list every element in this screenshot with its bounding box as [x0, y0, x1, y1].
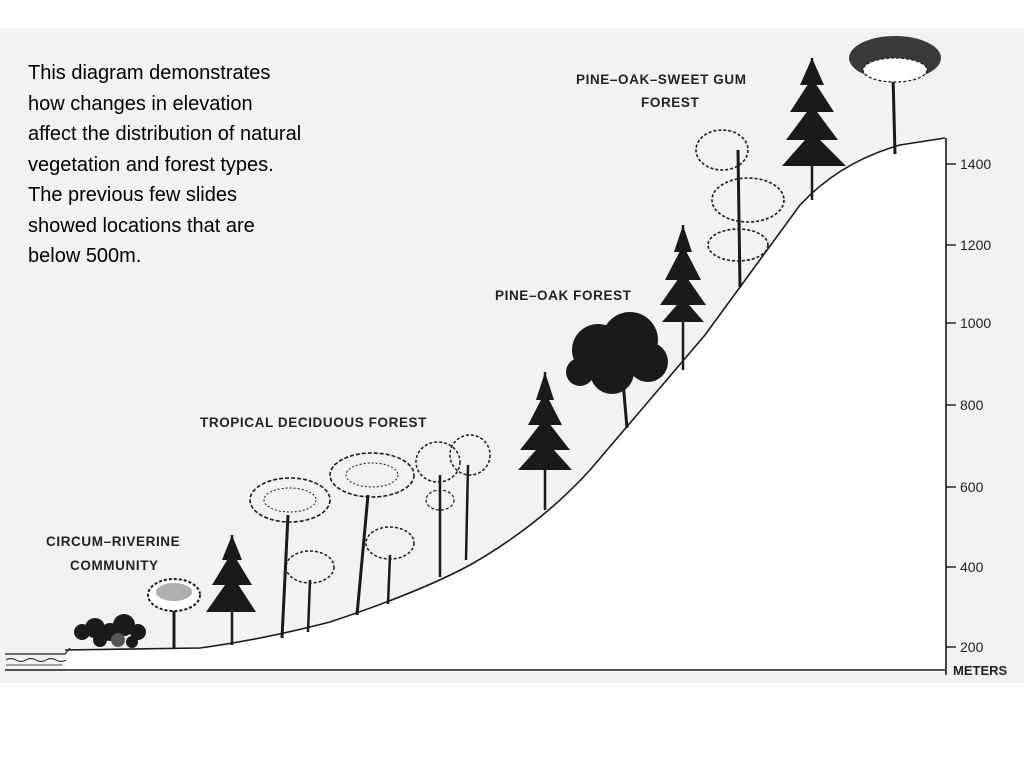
tick-label-800: 800	[960, 397, 984, 413]
circum-riverine-label-line2: COMMUNITY	[70, 558, 159, 573]
tick-label-1400: 1400	[960, 156, 991, 172]
riverine-shrubs-icon	[74, 614, 146, 648]
tick-label-1000: 1000	[960, 315, 991, 331]
river-water	[5, 647, 71, 666]
tick-label-400: 400	[960, 559, 984, 575]
deciduous-tree-icon	[285, 550, 335, 633]
deciduous-tree-icon	[249, 477, 331, 639]
hillside	[5, 137, 946, 672]
riverine-tree-icon	[147, 578, 201, 648]
deciduous-tree-icon	[365, 526, 415, 605]
pine-oak-sweet-gum-label-line2: FOREST	[641, 95, 700, 110]
tick-label-1200: 1200	[960, 237, 991, 253]
pine-oak-sweet-gum-label-line1: PINE–OAK–SWEET GUM	[576, 72, 747, 87]
deciduous-tree-icon	[449, 434, 491, 561]
pine-oak-label: PINE–OAK FOREST	[495, 288, 632, 303]
tropical-deciduous-label: TROPICAL DECIDUOUS FOREST	[200, 415, 427, 430]
deciduous-tree-icon	[329, 452, 415, 616]
sweet-gum-tree-icon	[695, 129, 785, 288]
zone-labels: CIRCUM–RIVERINE COMMUNITY TROPICAL DECID…	[46, 72, 747, 573]
pine-tree-icon	[518, 372, 572, 510]
tall-pine-tree-icon	[849, 36, 941, 155]
axis-unit-label: METERS	[953, 663, 1008, 678]
tick-label-200: 200	[960, 639, 984, 655]
tick-label-600: 600	[960, 479, 984, 495]
pine-tree-icon	[660, 225, 706, 370]
oak-tree-icon	[566, 312, 668, 429]
elevation-axis: 1400 1200 1000 800 600 400 200 METERS	[945, 138, 1008, 678]
circum-riverine-label-line1: CIRCUM–RIVERINE	[46, 534, 180, 549]
caption-text: This diagram demonstrates how changes in…	[28, 62, 302, 267]
pine-tree-icon	[782, 58, 846, 200]
riverine-conifer-icon	[206, 535, 256, 645]
deciduous-tree-icon	[415, 441, 461, 577]
